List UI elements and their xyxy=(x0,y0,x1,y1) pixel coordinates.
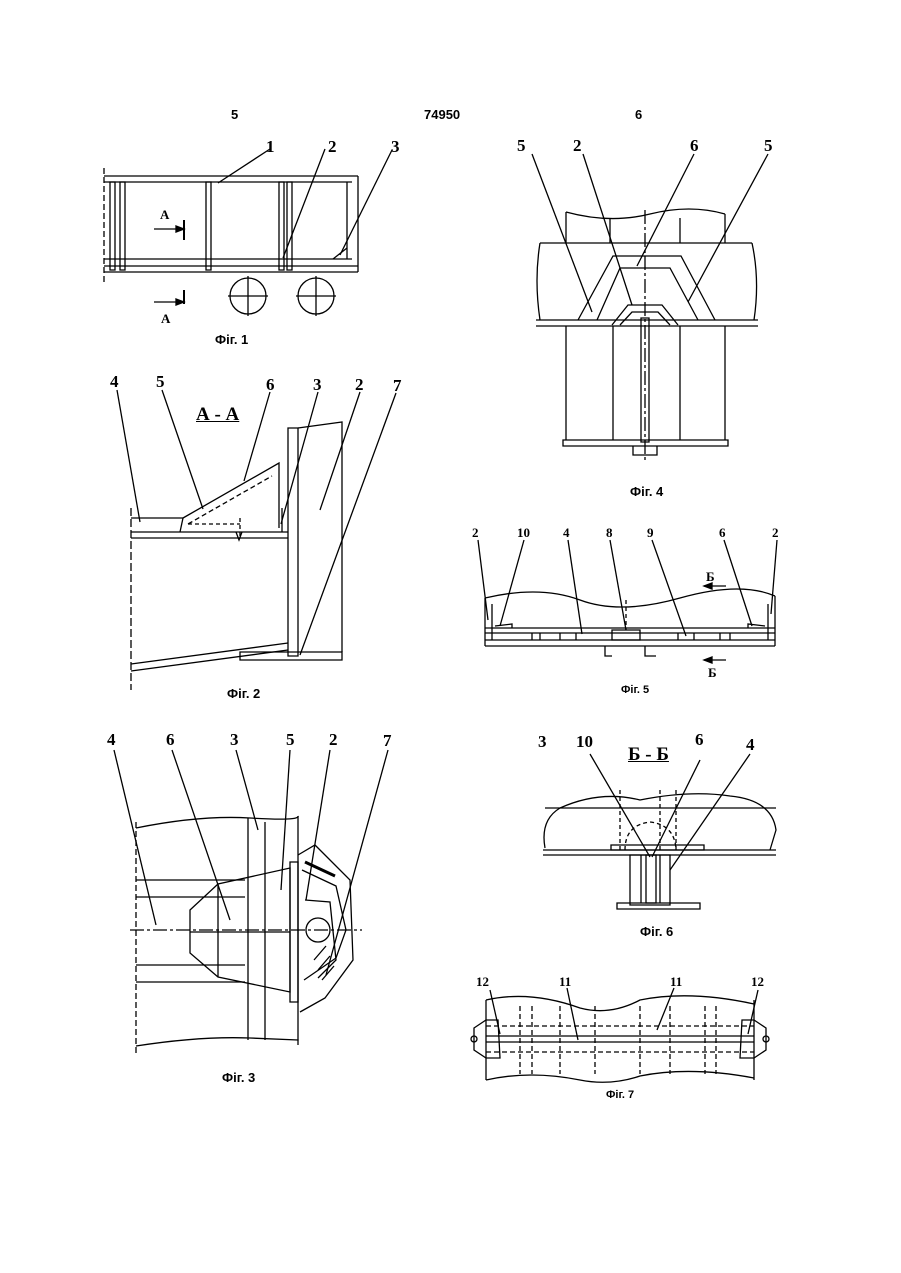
fig4-caption: Фіг. 4 xyxy=(630,484,663,499)
fig4-drawing xyxy=(532,154,768,462)
fig2-caption: Фіг. 2 xyxy=(227,686,260,701)
fig3-caption: Фіг. 3 xyxy=(222,1070,255,1085)
fig1-drawing xyxy=(104,149,392,316)
fig5-label-8: 8 xyxy=(606,526,613,539)
fig4-label-2: 2 xyxy=(573,137,582,154)
fig3-label-3: 3 xyxy=(230,731,239,748)
fig5-label-4: 4 xyxy=(563,526,570,539)
fig2-label-5: 5 xyxy=(156,373,165,390)
fig7-caption: Фіг. 7 xyxy=(606,1089,634,1101)
fig6-drawing xyxy=(543,754,776,909)
fig1-caption: Фіг. 1 xyxy=(215,332,248,347)
fig3-label-6: 6 xyxy=(166,731,175,748)
fig1-label-3: 3 xyxy=(391,138,400,155)
fig6-label-6: 6 xyxy=(695,731,704,748)
fig3-label-4: 4 xyxy=(107,731,116,748)
fig6-section-title: Б - Б xyxy=(628,744,669,766)
fig1-label-1: 1 xyxy=(266,138,275,155)
fig5-section-mark-top: Б xyxy=(706,570,715,583)
fig6-label-4: 4 xyxy=(746,736,755,753)
fig3-label-2: 2 xyxy=(329,731,338,748)
fig5-label-2-left: 2 xyxy=(472,526,479,539)
fig6-label-3: 3 xyxy=(538,733,547,750)
fig2-label-3: 3 xyxy=(313,376,322,393)
fig5-label-9: 9 xyxy=(647,526,654,539)
fig4-label-6: 6 xyxy=(690,137,699,154)
fig6-caption: Фіг. 6 xyxy=(640,924,673,939)
fig5-label-6: 6 xyxy=(719,526,726,539)
fig7-drawing xyxy=(471,988,769,1082)
fig7-label-12-left: 12 xyxy=(476,975,489,988)
fig1-section-mark-top: А xyxy=(160,208,169,221)
fig7-label-12-right: 12 xyxy=(751,975,764,988)
fig5-drawing xyxy=(478,540,777,663)
fig1-section-mark-bottom: А xyxy=(161,312,170,325)
fig3-label-5: 5 xyxy=(286,731,295,748)
fig2-section-title: А - А xyxy=(196,404,239,426)
fig7-label-11-right: 11 xyxy=(670,975,682,988)
fig3-drawing xyxy=(114,750,388,1055)
fig2-label-6: 6 xyxy=(266,376,275,393)
fig1-label-2: 2 xyxy=(328,138,337,155)
fig4-label-5-left: 5 xyxy=(517,137,526,154)
fig4-label-5-right: 5 xyxy=(764,137,773,154)
fig5-label-2-right: 2 xyxy=(772,526,779,539)
fig6-label-10: 10 xyxy=(576,733,593,750)
fig5-caption: Фіг. 5 xyxy=(621,684,649,696)
fig7-label-11-left: 11 xyxy=(559,975,571,988)
fig5-label-10: 10 xyxy=(517,526,530,539)
fig2-drawing xyxy=(117,390,396,690)
fig3-label-7: 7 xyxy=(383,732,392,749)
fig5-section-mark-bottom: Б xyxy=(708,666,717,679)
fig2-label-7: 7 xyxy=(393,377,402,394)
fig2-label-4: 4 xyxy=(110,373,119,390)
fig2-label-2: 2 xyxy=(355,376,364,393)
